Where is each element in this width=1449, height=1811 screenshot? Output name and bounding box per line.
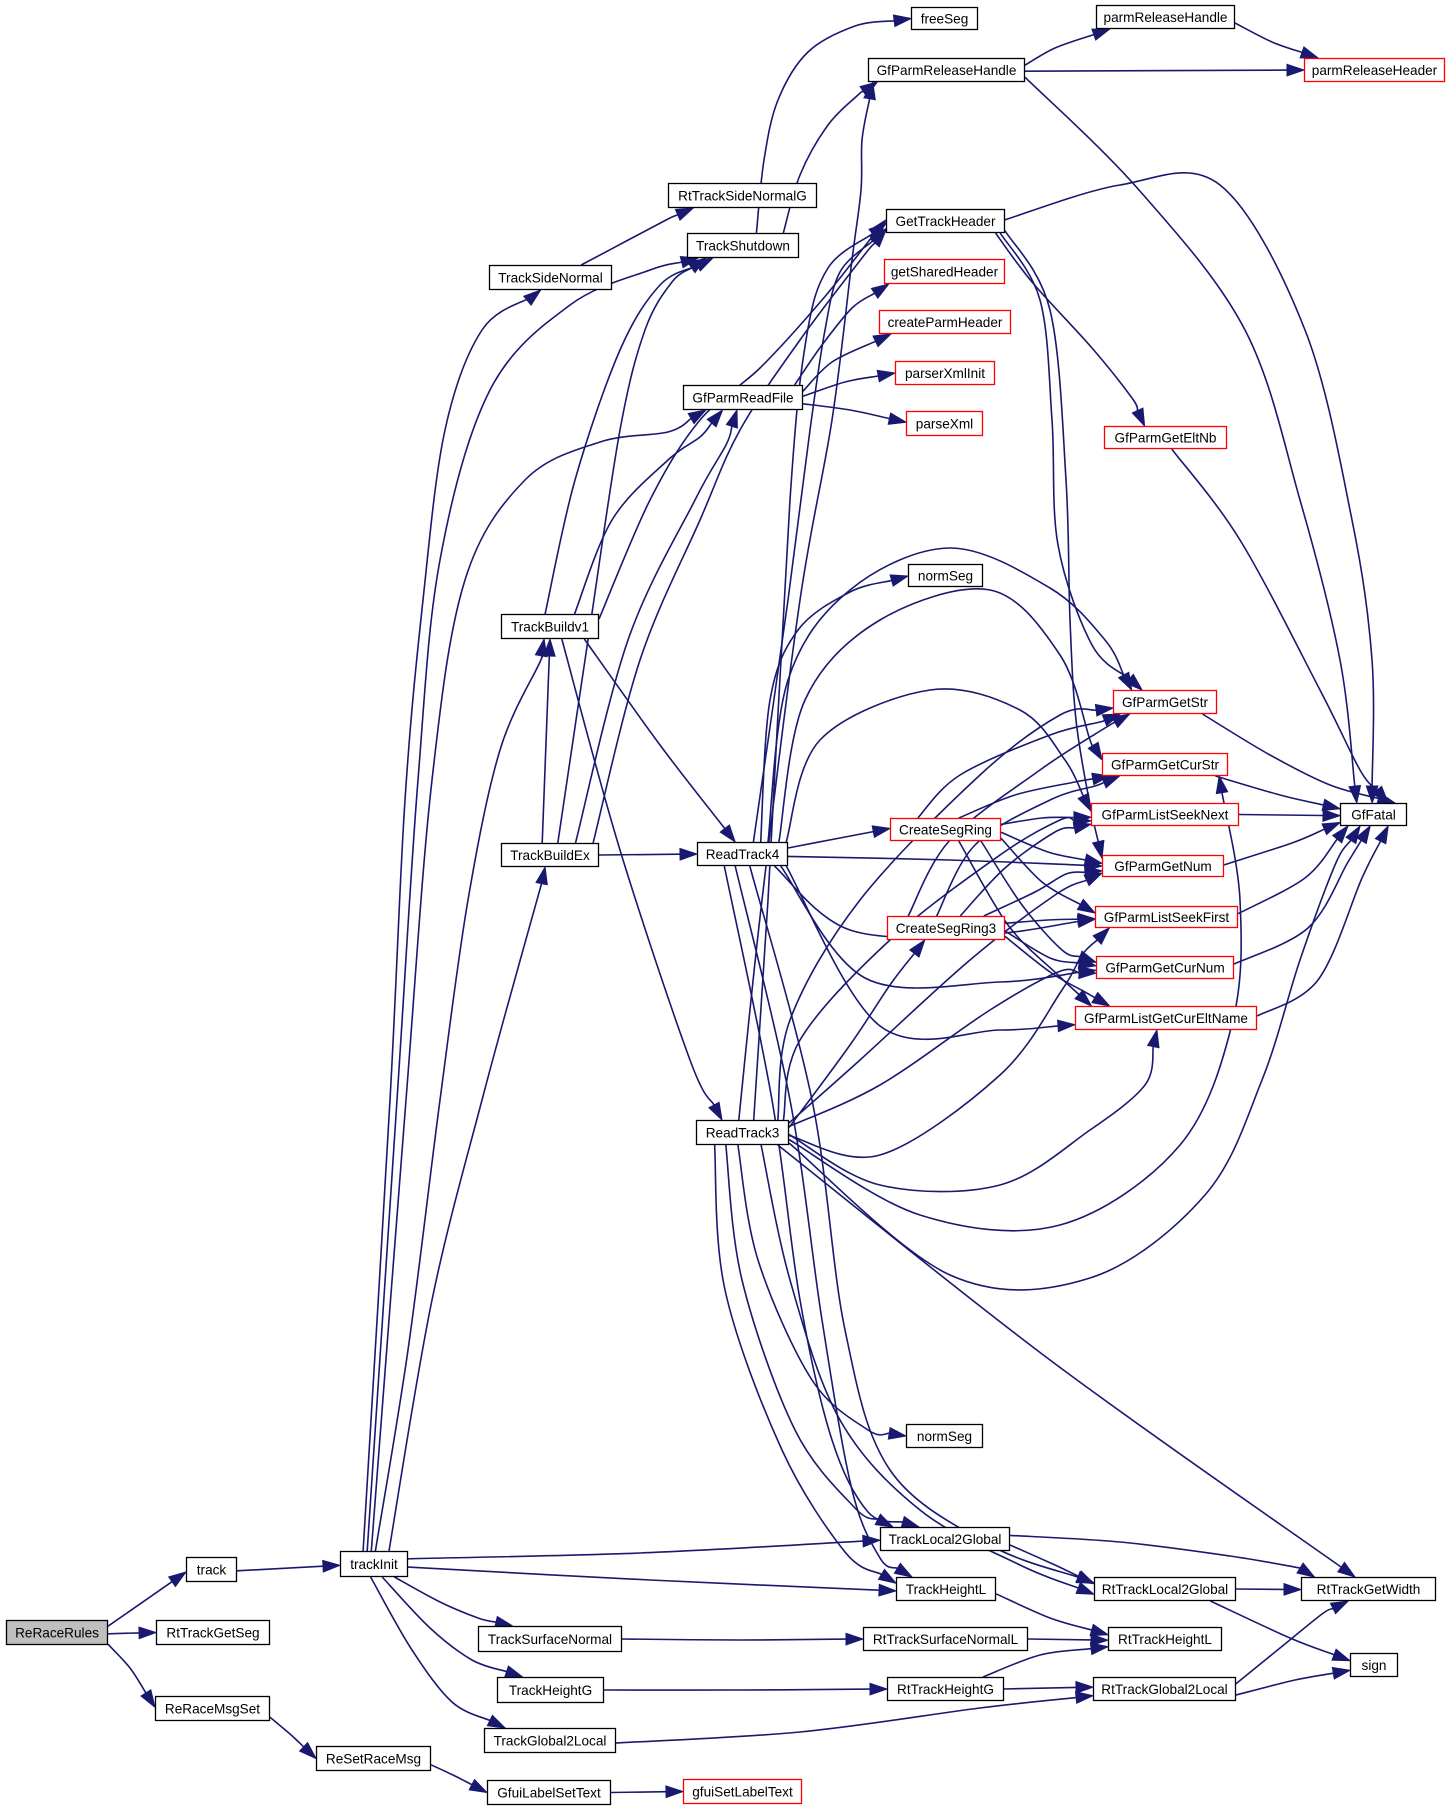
svg-text:RtTrackSurfaceNormalL: RtTrackSurfaceNormalL bbox=[873, 1632, 1019, 1647]
svg-text:TrackLocal2Global: TrackLocal2Global bbox=[889, 1532, 1002, 1547]
svg-text:getSharedHeader: getSharedHeader bbox=[891, 264, 999, 279]
svg-text:normSeg: normSeg bbox=[918, 568, 973, 583]
svg-text:ReadTrack3: ReadTrack3 bbox=[706, 1125, 780, 1140]
svg-text:CreateSegRing3: CreateSegRing3 bbox=[896, 921, 997, 936]
svg-text:TrackHeightL: TrackHeightL bbox=[906, 1582, 987, 1597]
svg-text:parseXml: parseXml bbox=[916, 416, 973, 431]
svg-text:RtTrackGetSeg: RtTrackGetSeg bbox=[166, 1625, 259, 1640]
svg-text:parserXmlInit: parserXmlInit bbox=[905, 366, 985, 381]
svg-text:GfFatal: GfFatal bbox=[1351, 807, 1396, 822]
svg-text:sign: sign bbox=[1362, 1658, 1387, 1673]
svg-text:GfParmListGetCurEltName: GfParmListGetCurEltName bbox=[1084, 1011, 1248, 1026]
svg-text:GetTrackHeader: GetTrackHeader bbox=[896, 214, 996, 229]
svg-text:ReRaceMsgSet: ReRaceMsgSet bbox=[165, 1701, 260, 1716]
svg-text:TrackShutdown: TrackShutdown bbox=[696, 238, 790, 253]
svg-text:TrackSurfaceNormal: TrackSurfaceNormal bbox=[488, 1632, 612, 1647]
svg-text:GfParmListSeekNext: GfParmListSeekNext bbox=[1102, 807, 1229, 822]
svg-text:trackInit: trackInit bbox=[350, 1557, 398, 1572]
svg-text:createParmHeader: createParmHeader bbox=[888, 315, 1003, 330]
svg-text:RtTrackGetWidth: RtTrackGetWidth bbox=[1317, 1582, 1421, 1597]
svg-text:parmReleaseHeader: parmReleaseHeader bbox=[1312, 63, 1438, 78]
svg-text:CreateSegRing: CreateSegRing bbox=[899, 822, 992, 837]
svg-text:TrackHeightG: TrackHeightG bbox=[509, 1683, 592, 1698]
svg-text:track: track bbox=[197, 1562, 227, 1577]
svg-text:RtTrackLocal2Global: RtTrackLocal2Global bbox=[1102, 1582, 1228, 1597]
svg-text:parmReleaseHandle: parmReleaseHandle bbox=[1104, 10, 1228, 25]
svg-text:GfParmGetEltNb: GfParmGetEltNb bbox=[1115, 430, 1217, 445]
svg-text:ReRaceRules: ReRaceRules bbox=[15, 1625, 99, 1640]
svg-text:TrackBuildEx: TrackBuildEx bbox=[510, 848, 590, 863]
svg-text:GfParmGetCurStr: GfParmGetCurStr bbox=[1111, 757, 1219, 772]
svg-text:freeSeg: freeSeg bbox=[921, 11, 969, 26]
svg-text:TrackBuildv1: TrackBuildv1 bbox=[511, 619, 589, 634]
svg-text:RtTrackSideNormalG: RtTrackSideNormalG bbox=[678, 188, 807, 203]
svg-text:RtTrackHeightG: RtTrackHeightG bbox=[897, 1682, 994, 1697]
svg-text:GfParmGetStr: GfParmGetStr bbox=[1122, 695, 1209, 710]
svg-text:GfParmReadFile: GfParmReadFile bbox=[692, 390, 793, 405]
svg-text:TrackGlobal2Local: TrackGlobal2Local bbox=[494, 1733, 607, 1748]
svg-text:GfParmGetCurNum: GfParmGetCurNum bbox=[1105, 960, 1224, 975]
svg-text:ReadTrack4: ReadTrack4 bbox=[706, 847, 780, 862]
svg-text:GfParmGetNum: GfParmGetNum bbox=[1114, 859, 1211, 874]
svg-text:RtTrackGlobal2Local: RtTrackGlobal2Local bbox=[1101, 1682, 1227, 1697]
svg-text:normSeg: normSeg bbox=[917, 1429, 972, 1444]
svg-text:ReSetRaceMsg: ReSetRaceMsg bbox=[326, 1751, 421, 1766]
svg-text:gfuiSetLabelText: gfuiSetLabelText bbox=[692, 1784, 793, 1799]
svg-text:RtTrackHeightL: RtTrackHeightL bbox=[1118, 1632, 1212, 1647]
svg-text:TrackSideNormal: TrackSideNormal bbox=[498, 270, 603, 285]
svg-text:GfParmListSeekFirst: GfParmListSeekFirst bbox=[1104, 910, 1230, 925]
svg-text:GfuiLabelSetText: GfuiLabelSetText bbox=[497, 1785, 601, 1800]
svg-text:GfParmReleaseHandle: GfParmReleaseHandle bbox=[877, 63, 1017, 78]
